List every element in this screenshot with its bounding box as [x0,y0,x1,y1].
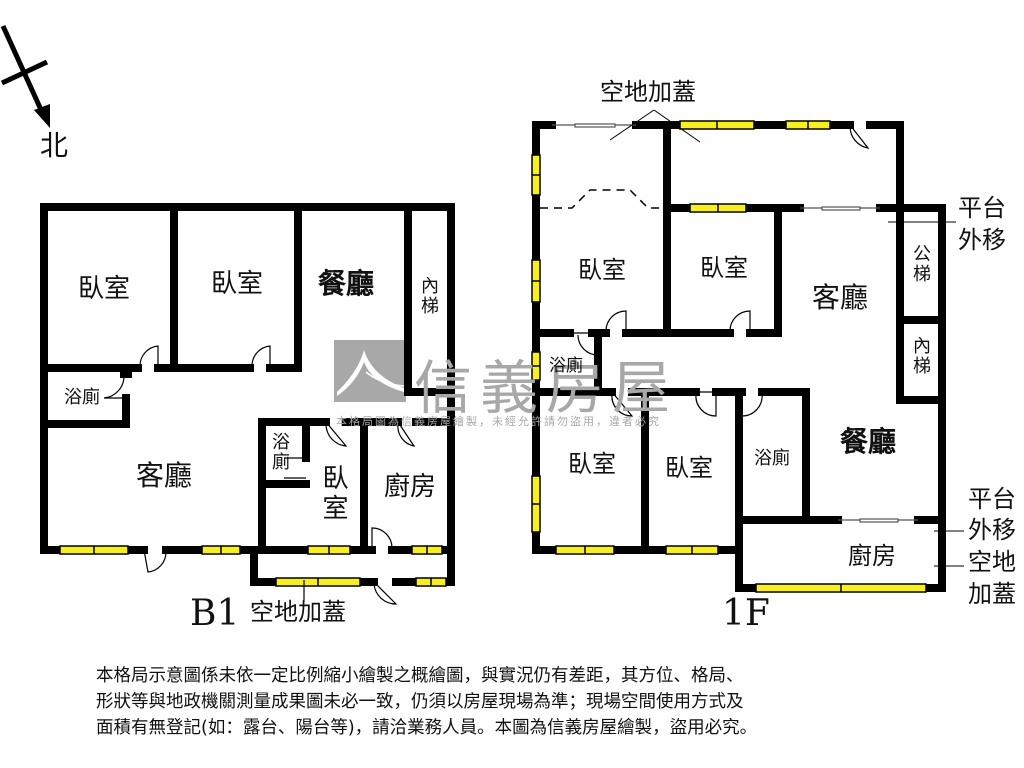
f1-kitchen-label: 廚房 [848,542,896,570]
b1-walls [40,203,455,586]
north-arrow-icon [0,24,50,128]
f1-floor-label: 1F [722,593,770,634]
b1-bedroom-1-label: 臥室 [78,274,131,304]
disclaimer-line-3: 面積有無登記(如：露台、陽台等)，請洽業務人員。本圖為信義房屋繪製，盜用必究。 [96,718,758,738]
f1-top-addition-label: 空地加蓋 [600,78,696,106]
disclaimer-line-1: 本格局示意圖係未依一定比例縮小繪製之概繪圖，與實況仍有差距，其方位、格局、 [96,666,744,686]
f1-public-stair-label: 公梯 [910,244,931,284]
b1-doors [103,345,416,605]
f1-dashed-outline [540,189,667,209]
disclaimer: 本格局示意圖係未依一定比例縮小繪製之概繪圖，與實況仍有差距，其方位、格局、 形狀… [96,663,946,741]
b1-bedroom-2-label: 臥室 [211,269,264,299]
watermark-name: 信義房屋 [414,354,679,422]
f1-addition-bottom-2: 加蓋 [968,580,1016,608]
f1-platform-shift-bottom-1: 平台 [968,485,1016,513]
f1-living-label: 客廳 [812,281,869,314]
b1-living-label: 客廳 [136,459,193,492]
b1-windows [59,545,447,587]
sinyi-logo-icon [334,340,406,402]
b1-bath-2-label: 浴廁 [269,432,290,472]
f1-platform-shift-top-1: 平台 [958,194,1006,222]
f1-windows [531,120,927,593]
f1-inner-stair-label: 內梯 [910,336,931,376]
watermark-subtext: 本格局圖為信義房屋繪製，未經允許請勿盜用，違者必究 [336,415,661,428]
f1-doors [570,124,870,417]
f1-bedroom-3-label: 臥室 [568,450,616,478]
f1-bath-1-label: 浴廁 [549,356,583,376]
disclaimer-line-2: 形狀等與地政機關測量成果圖未必一致，仍須以房屋現場為準；現場空間使用方式及 [96,692,744,712]
f1-sliding-doors [552,123,918,523]
f1-bedroom-4-label: 臥室 [665,454,713,482]
f1-bedroom-1-label: 臥室 [578,256,626,284]
b1-floor-label: B1 [190,593,240,634]
f1-platform-shift-top-2: 外移 [958,226,1006,254]
annotation-leader-lines [609,109,964,567]
f1-platform-shift-bottom-2: 外移 [968,516,1016,544]
f1-bedroom-2-label: 臥室 [700,254,748,282]
b1-dining-label: 餐廳 [318,267,375,300]
b1-bath-1-label: 浴廁 [64,387,100,408]
f1-dining-label: 餐廳 [840,425,897,458]
b1-inner-stair-label: 內梯 [418,276,439,316]
b1-bedroom-3-label: 臥室 [318,464,348,524]
b1-kitchen-label: 廚房 [384,472,437,502]
f1-bath-2-label: 浴廁 [754,448,790,469]
f1-addition-bottom-1: 空地 [968,548,1016,576]
b1-addition-label: 空地加蓋 [250,598,346,626]
north-label: 北 [40,129,69,162]
